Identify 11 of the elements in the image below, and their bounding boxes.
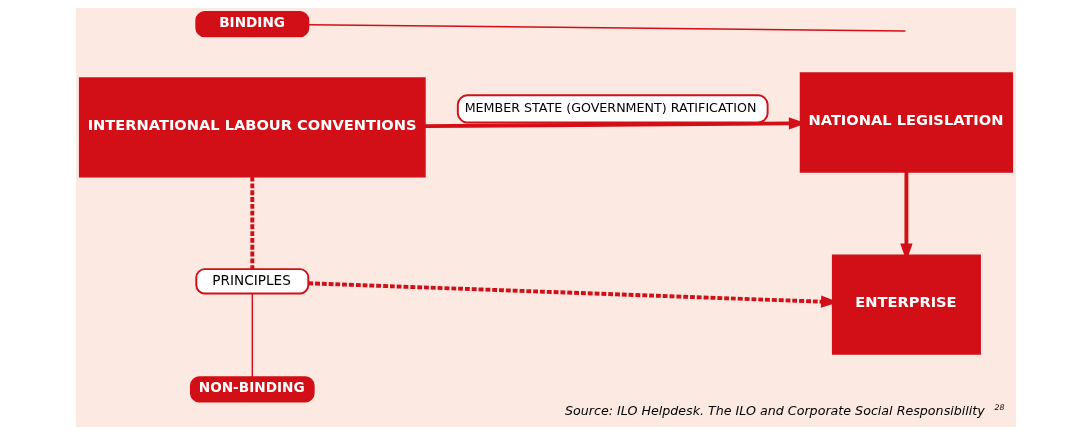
node-box: NON-BINDING xyxy=(189,376,315,403)
node-box: ENTERPRISE xyxy=(831,254,981,355)
caption: Source: ILO Helpdesk. The ILO and Corporate Social Responsibility$^{28}$ xyxy=(564,402,1005,418)
edge-label: MEMBER STATE (GOVERNMENT) RATIFICATION xyxy=(464,100,757,116)
connector xyxy=(251,292,254,378)
node-box: INTERNATIONAL LABOUR CONVENTIONS xyxy=(78,77,426,178)
connector xyxy=(307,24,907,32)
node-box: PRINCIPLES xyxy=(195,268,310,295)
connector xyxy=(250,176,255,269)
node-box: NATIONAL LEGISLATION xyxy=(799,72,1014,173)
node-box: BINDING xyxy=(195,11,310,38)
